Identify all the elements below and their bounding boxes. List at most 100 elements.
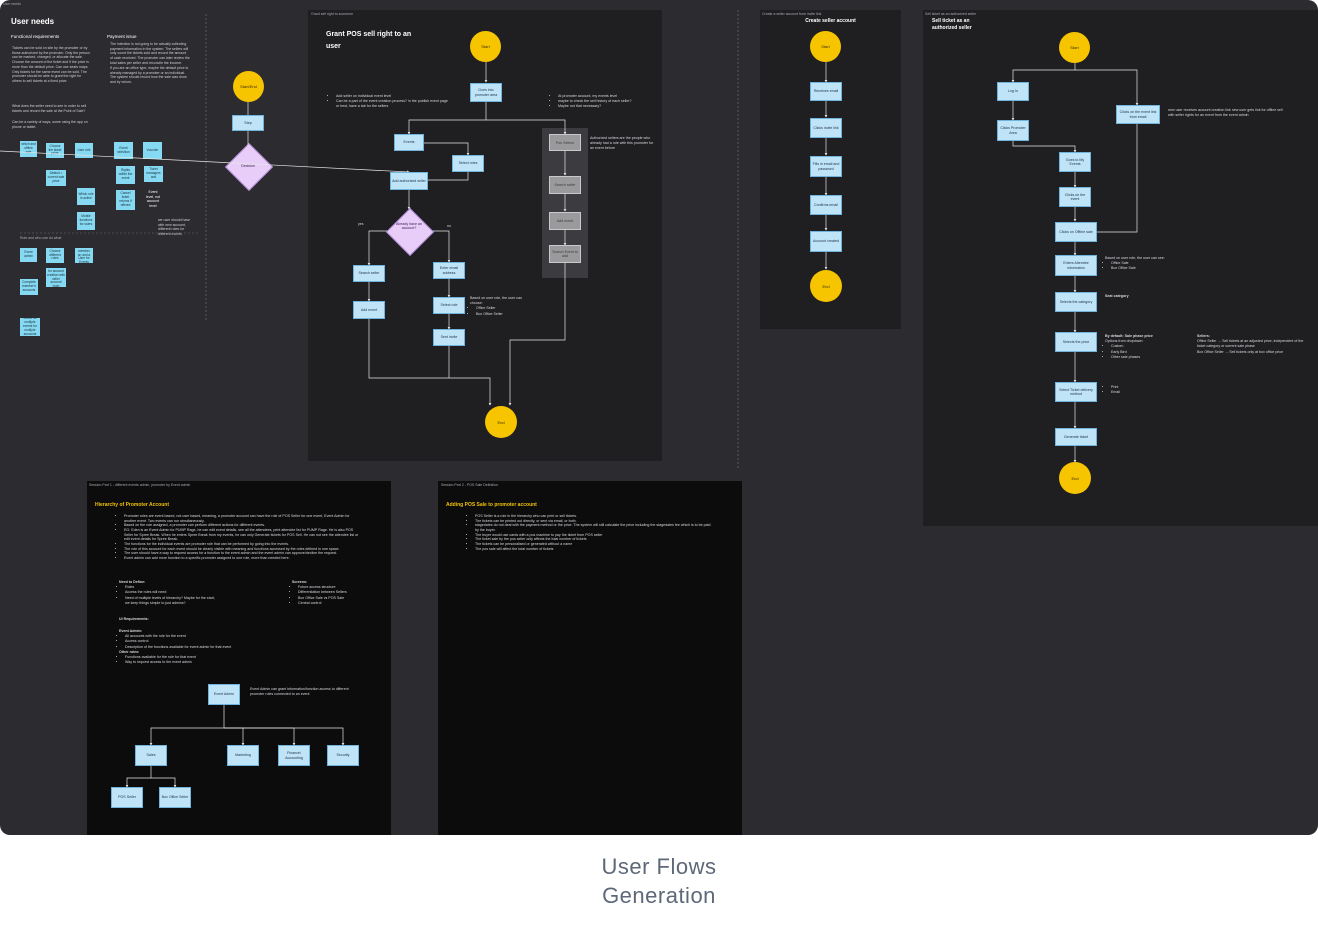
sticky-note[interactable]: Default = current sale price [46,170,66,186]
finance-node[interactable]: Finance/ Accounting [278,745,310,766]
note-item: Custom [1111,344,1175,349]
whiteboard-canvas[interactable]: User needs User needs Functional require… [0,0,1318,835]
bullet-item: The user should have a way to request ac… [124,551,360,556]
create-seller-connectors [824,62,828,270]
ui-requirements: Event Admin: All accounts with the role … [119,629,259,665]
roles-section-tag: Role and who can do what [20,236,62,240]
add-authorized-seller-node[interactable]: Add authorized seller [390,172,428,190]
screens-list: Screens: Future access structureDifferen… [292,580,372,606]
create-step-node[interactable]: Account created [810,231,842,252]
sticky-note[interactable]: User role [75,143,93,158]
clicks-offline-node[interactable]: Clicks on Offline sale [1055,222,1097,242]
ui-requirements-title: UI Requirements: [119,617,149,621]
event-admin-node[interactable]: Event Admin [208,684,240,705]
box-office-node[interactable]: Box Office Seller [159,787,191,808]
note-item: Early Bird [1111,350,1175,355]
enters-attendee-node[interactable]: Enters Attendee information [1055,255,1097,276]
functional-text: Tickets can be sold on site by the promo… [12,46,90,84]
grant-start-node[interactable]: Start [470,31,501,62]
events-node[interactable]: Events [394,134,424,151]
select-roles-node[interactable]: Select roles [452,155,484,172]
search-seller-node[interactable]: Search seller [353,265,385,282]
note-item: Box Office Sale [1111,266,1185,271]
sticky-note[interactable]: Which role is active [77,188,95,205]
create-start-node[interactable]: Start [810,31,841,62]
sticky-note[interactable]: Choose different roles [46,248,64,263]
legend-decision-label: Decision [241,164,255,168]
user-roles-note: we user should have with new account, di… [158,218,191,237]
hierarchy-tree-connectors [125,705,345,788]
sticky-note[interactable]: Event selection [114,142,133,159]
yes-label: yes [358,222,364,226]
note-item: Box Office Seller [476,312,532,317]
sellers-line: Office Seller → Sell tickets at an adjus… [1197,339,1304,349]
select-role-node[interactable]: Select role [433,297,465,314]
adding-pos-title: Adding POS Sale to promoter account [446,502,537,508]
search-event-grey-node[interactable]: Search Event to add [549,245,581,263]
note-item: At promoter account, my events level [558,94,652,99]
create-step-node[interactable]: Receives email [810,82,842,101]
add-event-grey-node[interactable]: Add event [549,212,581,230]
create-seller-tag: Create a seller account from invite link [762,12,822,16]
search-seller-grey-node[interactable]: Search seller [549,176,581,194]
caption-line-1: User Flows [601,854,717,879]
sticky-note[interactable]: Complete member's accounts [20,279,38,295]
legend-step[interactable]: Step [232,115,264,131]
goes-my-events-node[interactable]: Goes to My Events [1059,152,1091,172]
sell-end-node[interactable]: End [1059,462,1091,494]
note-item: Email [1111,390,1145,395]
sticky-note[interactable]: Rights within the event [116,166,135,184]
sellers-note: Sellers: Office Seller → Sell tickets at… [1197,334,1309,355]
grant-end-node[interactable]: End [485,406,517,438]
sell-ticket-frame [923,10,1318,526]
note-item: Way to request access to the event admin [125,660,259,665]
create-end-node[interactable]: End [810,270,842,302]
sell-role-note-title: Based on user role, the user can see: [1105,256,1165,260]
sticky-note[interactable]: Mobile functions for users [77,212,95,230]
enter-email-node[interactable]: Enter email address [433,262,465,279]
caption-line-2: Generation [602,883,716,908]
note-item: Central control [298,601,372,606]
selects-category-node[interactable]: Selects the category [1055,292,1097,312]
sales-node[interactable]: Sales [135,745,167,766]
create-step-node[interactable]: Confirms email [810,195,842,215]
selects-price-node[interactable]: Selects the price [1055,332,1097,352]
sticky-note[interactable]: Ticket managers and [144,166,163,182]
sent-invite-node[interactable]: Sent invite [433,329,465,346]
note-item: Office Seller [476,306,532,311]
sticky-note[interactable]: Voucher [143,142,162,159]
select-delivery-node[interactable]: Select Ticket delivery method [1055,382,1097,402]
role-note-title: Based on user role, the user can choose: [470,296,522,306]
grant-pos-tag: Grant sell right to someone [311,12,354,16]
note-item: Office Sale [1111,261,1185,266]
hierarchy-title: Hierarchy of Promoter Account [95,502,169,508]
functional-requirements-title: Functional requirements [11,34,60,39]
create-step-node[interactable]: Clicks invite link [810,118,842,138]
marketing-node[interactable]: Marketing [227,745,259,766]
sticky-note[interactable]: Event admin [20,248,37,262]
already-account-label: Already have an account? [396,222,422,231]
sticky-note[interactable]: Cancel ticket returns if offered [116,190,135,210]
extra-text: What does the seller need to see in orde… [12,104,87,113]
note-item: Differentiation between Sellers [298,590,372,595]
clicks-email-link-node[interactable]: Clicks on the event link from email [1116,105,1160,124]
goes-to-promoter-node[interactable]: Goes into promoter area [470,83,502,102]
security-node[interactable]: Security [327,745,359,766]
sticky-note[interactable]: Select for multiple events for multiple … [20,316,40,336]
add-event-node[interactable]: Add event [353,301,385,319]
legend-connectors [247,102,249,147]
note-item: Future access structure [298,585,372,590]
bullet-item: The tickets can be personalised or gener… [475,542,714,547]
pos-seller-node[interactable]: POS Seller [111,787,143,808]
note-item: Box Office Sale vs POS Sale [298,596,372,601]
legend-start-end[interactable]: Start/End [233,71,264,102]
create-step-node[interactable]: Fills in email and password [810,156,842,177]
sell-start-node[interactable]: Start [1059,32,1090,63]
other-title: Other roles: [119,649,140,654]
generate-ticket-node[interactable]: Generate ticket [1055,428,1097,446]
clicks-promoter-node[interactable]: Clicks Promoter Area [997,120,1029,141]
pos-sellers-node[interactable]: Pos Sellers [549,134,581,151]
clicks-event-node[interactable]: Clicks on the event [1059,187,1091,207]
log-in-node[interactable]: Log In [997,82,1029,101]
hierarchy-frame [87,481,391,835]
